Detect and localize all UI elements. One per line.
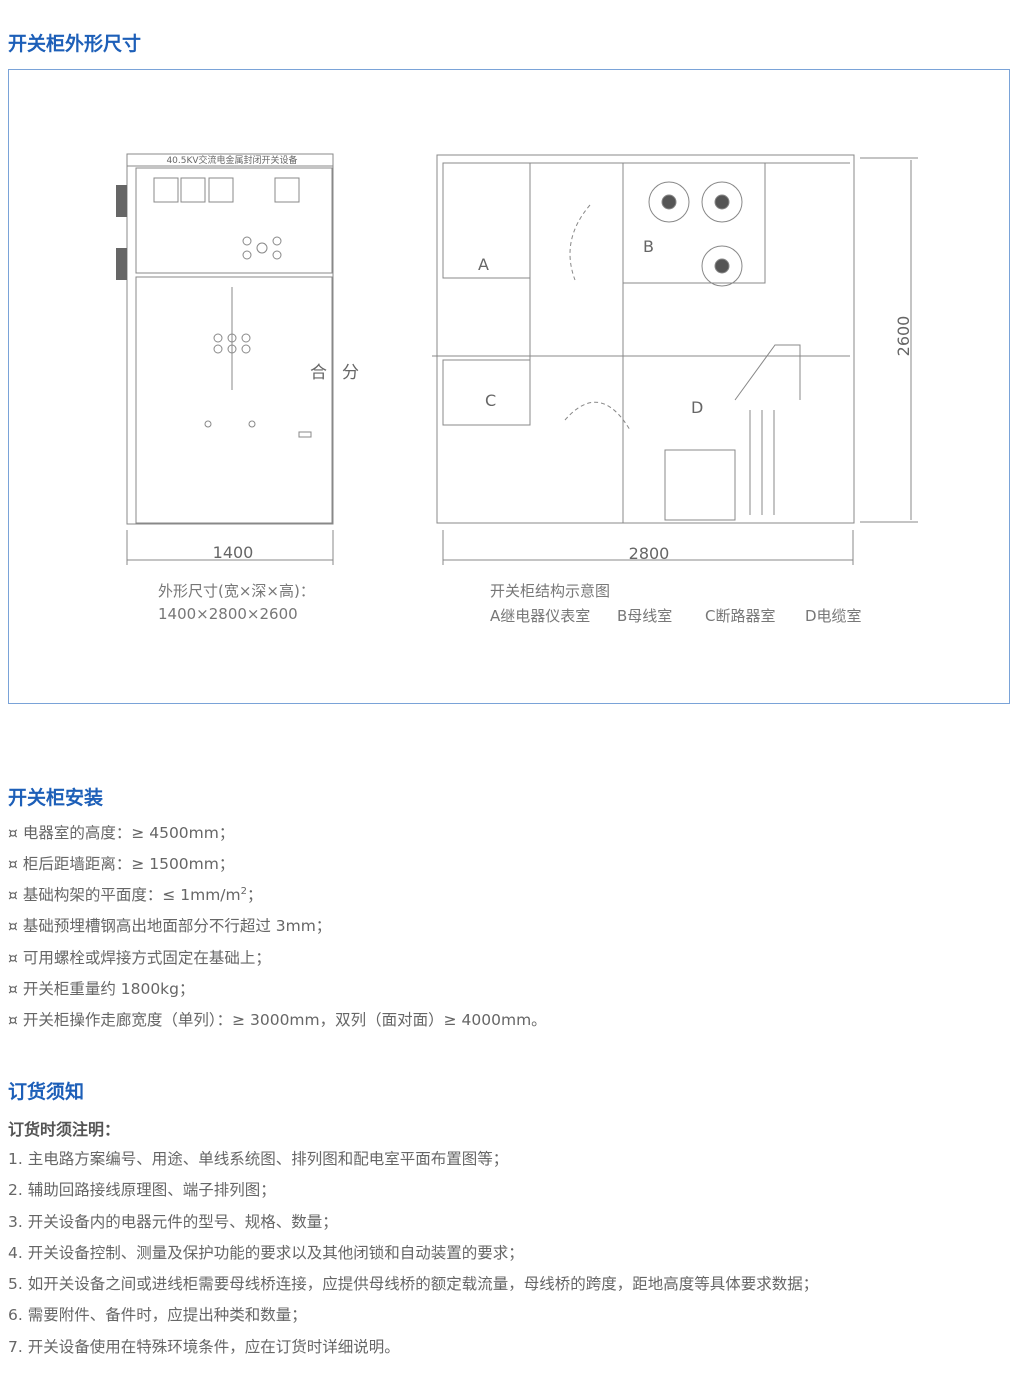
list-item: 1. 主电路方案编号、用途、单线系统图、排列图和配电室平面布置图等； bbox=[8, 1150, 509, 1168]
room-label-b: B bbox=[643, 237, 654, 256]
list-item: ¤ 可用螺栓或焊接方式固定在基础上； bbox=[8, 946, 271, 968]
room-c-caption: C断路器室 bbox=[705, 607, 776, 625]
ordering-subtitle: 订货时须注明： bbox=[8, 1120, 121, 1139]
structure-caption: 开关柜结构示意图 bbox=[490, 582, 611, 600]
list-item: 4. 开关设备控制、测量及保护功能的要求以及其他闭锁和自动装置的要求； bbox=[8, 1244, 524, 1262]
list-item: ¤ 开关柜重量约 1800kg； bbox=[8, 977, 195, 999]
bullet: ¤ bbox=[8, 949, 18, 967]
item-text: 基础构架的平面度：≤ 1mm/m bbox=[22, 886, 241, 904]
list-item: ¤ 开关柜操作走廊宽度（单列）：≥ 3000mm，双列（面对面）≥ 4000mm… bbox=[8, 1008, 547, 1030]
room-b-caption: B母线室 bbox=[617, 607, 673, 625]
room-label-a: A bbox=[478, 255, 489, 274]
item-text: 基础预埋槽钢高出地面部分不行超过 3mm； bbox=[22, 917, 332, 935]
width-dimension: 1400 bbox=[213, 543, 254, 562]
room-d-caption: D电缆室 bbox=[805, 607, 862, 625]
list-item: 6. 需要附件、备件时，应提出种类和数量； bbox=[8, 1306, 307, 1324]
room-a-caption: A继电器仪表室 bbox=[490, 607, 591, 625]
list-item: 5. 如开关设备之间或进线柜需要母线桥连接，应提供母线桥的额定载流量，母线桥的跨… bbox=[8, 1275, 819, 1293]
front-panel-label: 40.5KV交流电金属封闭开关设备 bbox=[166, 154, 297, 166]
item-text: 开关柜重量约 1800kg； bbox=[22, 980, 195, 998]
superscript: 2 bbox=[240, 885, 247, 897]
suffix: ； bbox=[246, 886, 263, 904]
depth-dimension: 2800 bbox=[629, 544, 670, 563]
bullet: ¤ bbox=[8, 980, 18, 998]
dimensions-figure-box bbox=[8, 69, 1010, 704]
list-item: ¤ 基础构架的平面度：≤ 1mm/m2； bbox=[8, 883, 263, 905]
section-title-dimensions: 开关柜外形尺寸 bbox=[8, 33, 142, 55]
room-label-d: D bbox=[691, 398, 703, 417]
bullet: ¤ bbox=[8, 917, 18, 935]
bullet: ¤ bbox=[8, 886, 18, 904]
list-item: 3. 开关设备内的电器元件的型号、规格、数量； bbox=[8, 1213, 338, 1231]
switchgear-drawing: 40.5KV交流电金属封闭开关设备 合 分 A B C D 1400 2800 … bbox=[116, 153, 918, 565]
size-caption: 外形尺寸(宽×深×高)： bbox=[158, 582, 315, 600]
item-text: 可用螺栓或焊接方式固定在基础上； bbox=[22, 949, 271, 967]
bullet: ¤ bbox=[8, 1011, 18, 1029]
room-label-c: C bbox=[485, 391, 496, 410]
list-item: ¤ 电器室的高度：≥ 4500mm； bbox=[8, 821, 234, 843]
list-item: 2. 辅助回路接线原理图、端子排列图； bbox=[8, 1181, 276, 1199]
list-item: ¤ 柜后距墙距离：≥ 1500mm； bbox=[8, 852, 234, 874]
item-text: 电器室的高度：≥ 4500mm； bbox=[22, 824, 235, 842]
section-title-installation: 开关柜安装 bbox=[8, 787, 104, 809]
switch-on-label: 合 bbox=[310, 363, 327, 383]
item-text: 柜后距墙距离：≥ 1500mm； bbox=[22, 855, 235, 873]
front-cabinet-outline bbox=[126, 153, 334, 525]
height-dimension: 2600 bbox=[894, 316, 913, 357]
switch-off-label: 分 bbox=[342, 363, 359, 383]
section-title-ordering: 订货须知 bbox=[8, 1081, 85, 1103]
list-item: 7. 开关设备使用在特殊环境条件，应在订货时详细说明。 bbox=[8, 1338, 400, 1356]
side-cabinet-outline bbox=[436, 154, 855, 524]
item-text: 开关柜操作走廊宽度（单列）：≥ 3000mm，双列（面对面）≥ 4000mm。 bbox=[22, 1011, 547, 1029]
bullet: ¤ bbox=[8, 855, 18, 873]
size-value: 1400×2800×2600 bbox=[158, 605, 298, 623]
list-item: ¤ 基础预埋槽钢高出地面部分不行超过 3mm； bbox=[8, 914, 331, 936]
bullet: ¤ bbox=[8, 824, 18, 842]
